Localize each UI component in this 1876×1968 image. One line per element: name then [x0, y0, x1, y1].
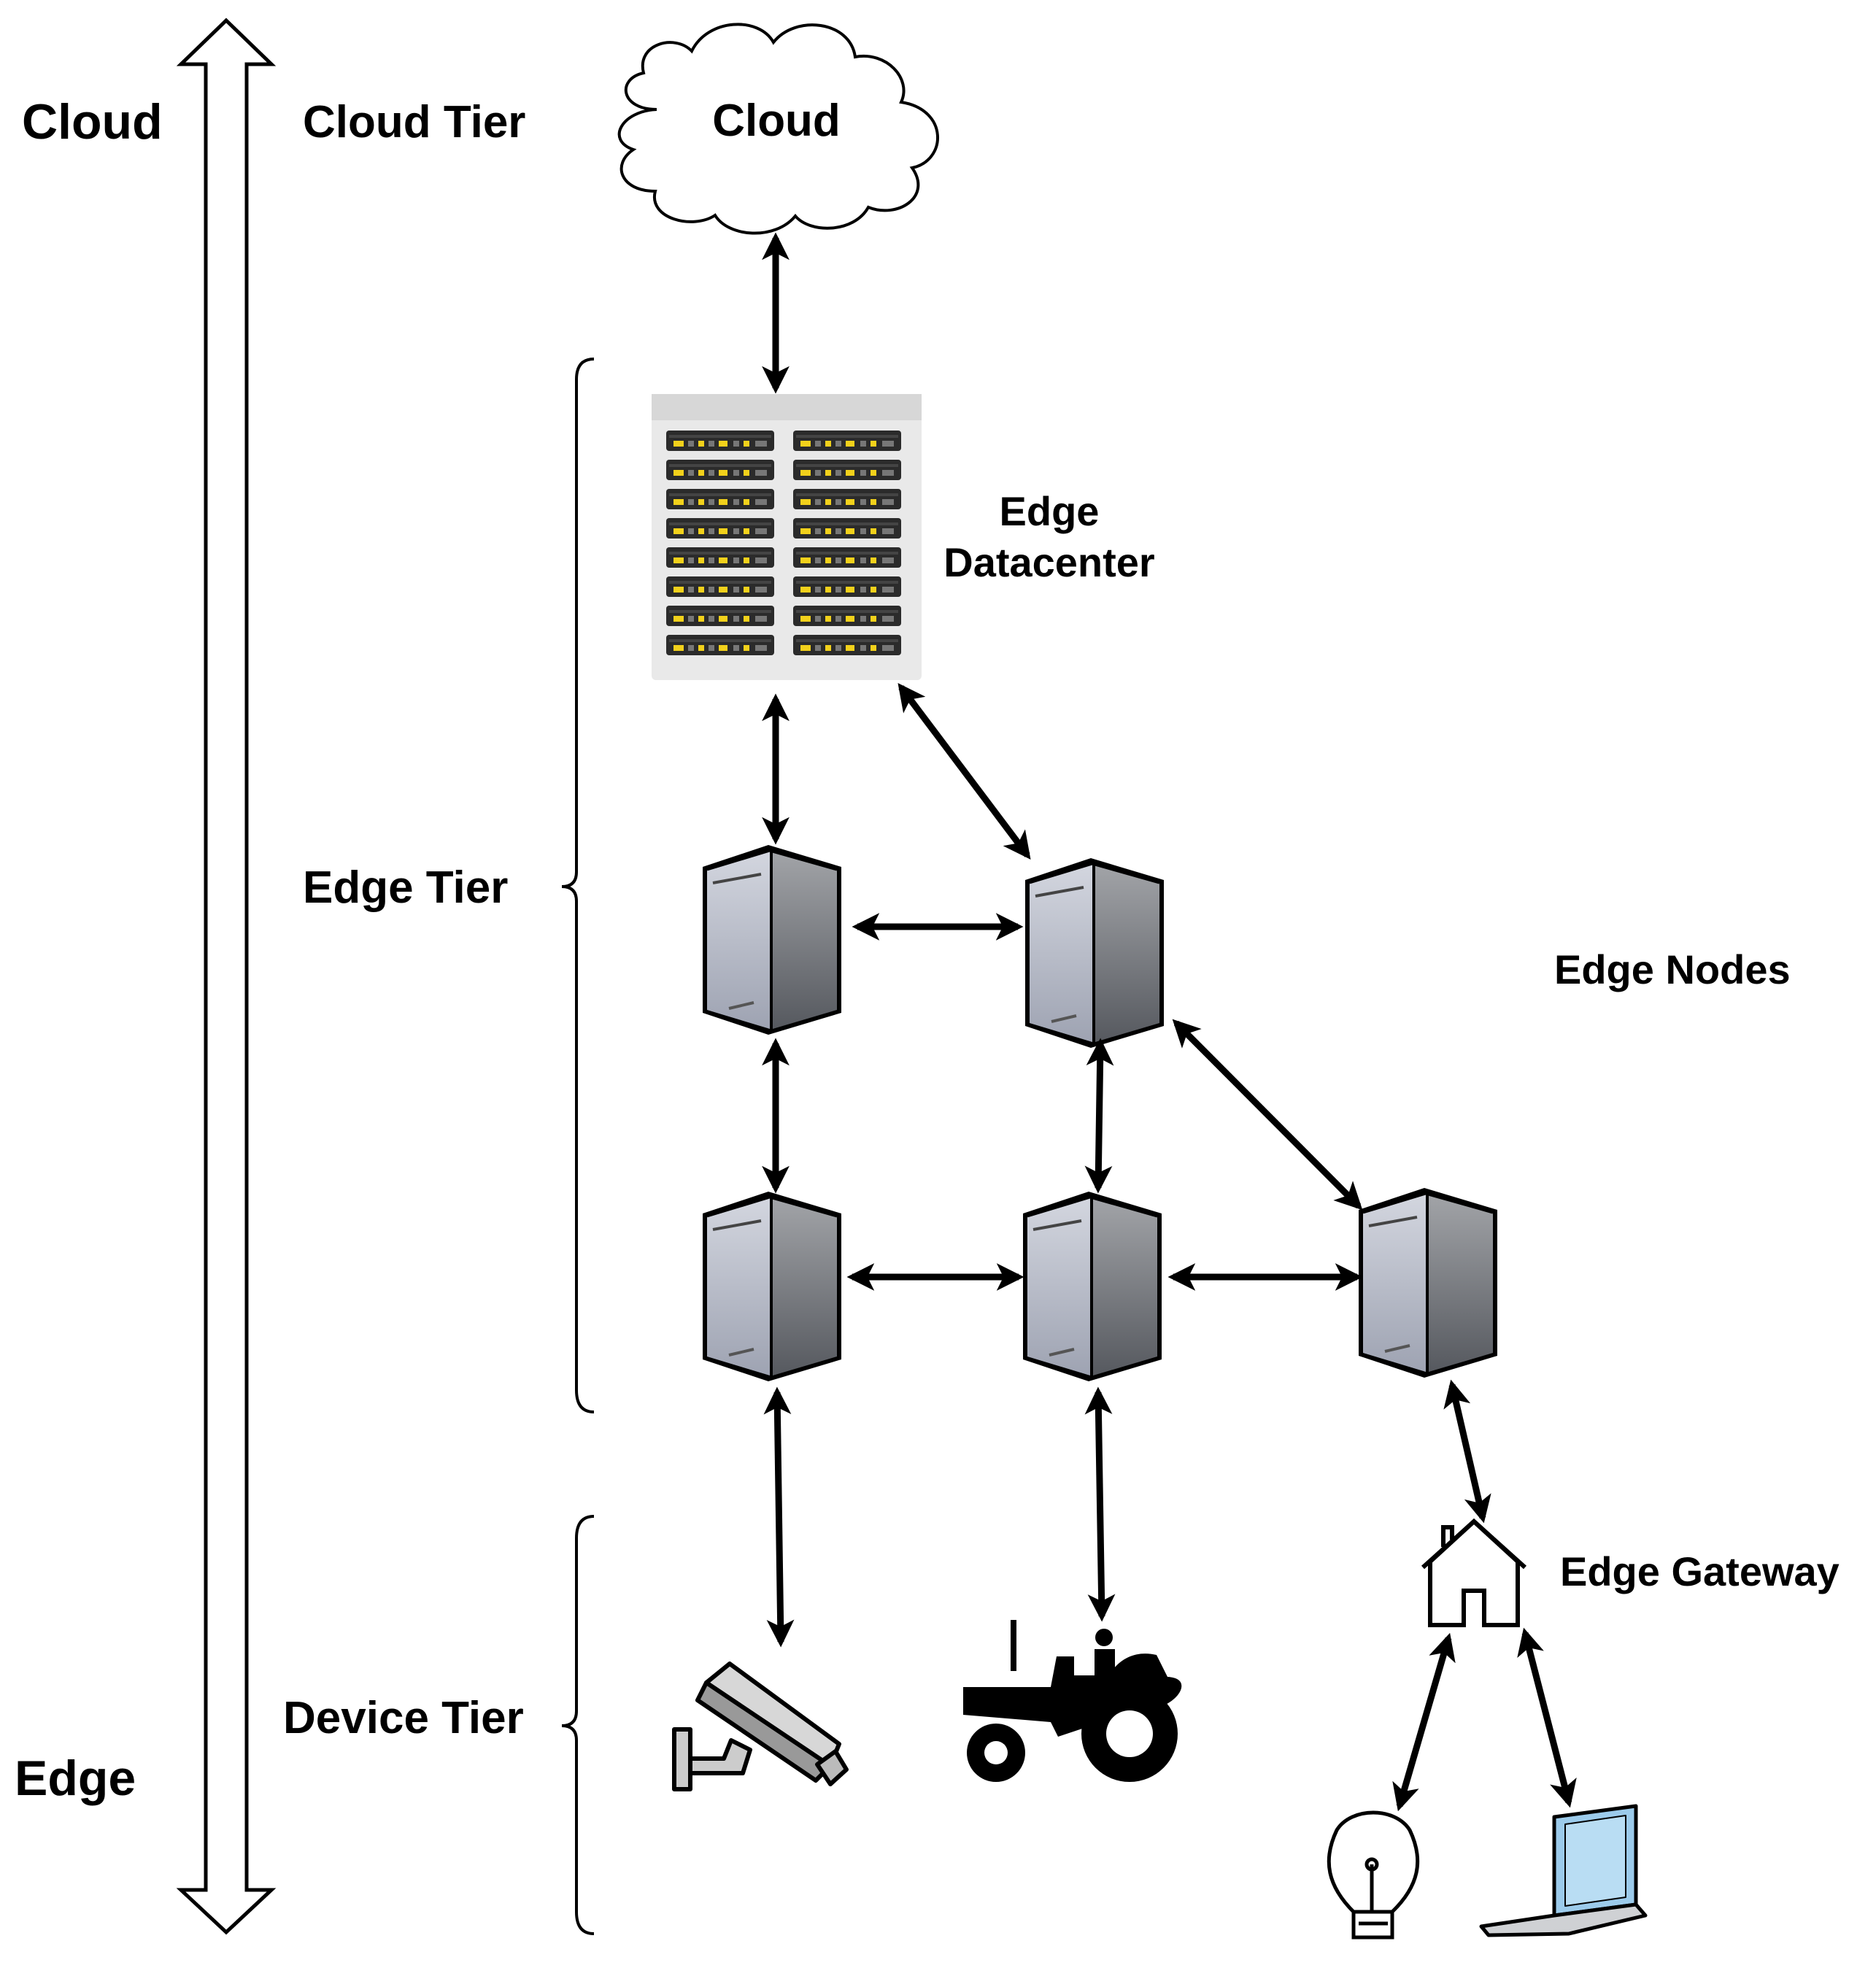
edge-node-bottom-right — [1357, 1186, 1499, 1379]
axis-top-label: Cloud — [22, 94, 163, 150]
arrow-gateway-laptop — [1517, 1627, 1577, 1808]
edge-tier-label: Edge Tier — [303, 863, 508, 913]
cloud-label: Cloud — [712, 96, 841, 146]
security-camera-icon — [672, 1662, 849, 1791]
arrow-node-bm-tractor — [1084, 1386, 1116, 1622]
device-tier-label: Device Tier — [283, 1693, 524, 1743]
cloud-icon — [617, 23, 939, 235]
arrow-node-tr-node-bm — [1084, 1038, 1114, 1194]
server-rack-icon — [652, 394, 922, 680]
house-icon — [1421, 1518, 1527, 1627]
light-bulb-icon — [1327, 1810, 1420, 1940]
cloud-tier-label: Cloud Tier — [303, 97, 525, 147]
laptop-icon — [1479, 1804, 1648, 1937]
device-tier-brace — [561, 1515, 595, 1935]
arrow-node-br-gateway — [1443, 1379, 1491, 1524]
datacenter-label-line2: Datacenter — [943, 539, 1154, 585]
edge-gateway-label: Edge Gateway — [1560, 1548, 1840, 1594]
edge-node-top-left — [701, 844, 843, 1036]
cloud-edge-axis-arrow — [176, 18, 277, 1935]
datacenter-label-line1: Edge — [1000, 488, 1100, 534]
tractor-icon — [963, 1620, 1182, 1782]
arrow-gateway-bulb — [1392, 1632, 1456, 1812]
edge-nodes-label: Edge Nodes — [1554, 946, 1791, 992]
axis-bottom-label: Edge — [15, 1751, 136, 1806]
arrow-node-tr-node-br — [1172, 1019, 1363, 1211]
edge-node-bottom-middle — [1022, 1190, 1163, 1383]
edge-node-top-right — [1024, 857, 1165, 1049]
connection-arrows — [762, 232, 1577, 1812]
arrow-node-bl-camera — [763, 1386, 795, 1648]
edge-tier-brace — [561, 358, 595, 1413]
arrow-datacenter-node-tr — [898, 682, 1031, 860]
edge-node-bottom-left — [701, 1190, 843, 1383]
